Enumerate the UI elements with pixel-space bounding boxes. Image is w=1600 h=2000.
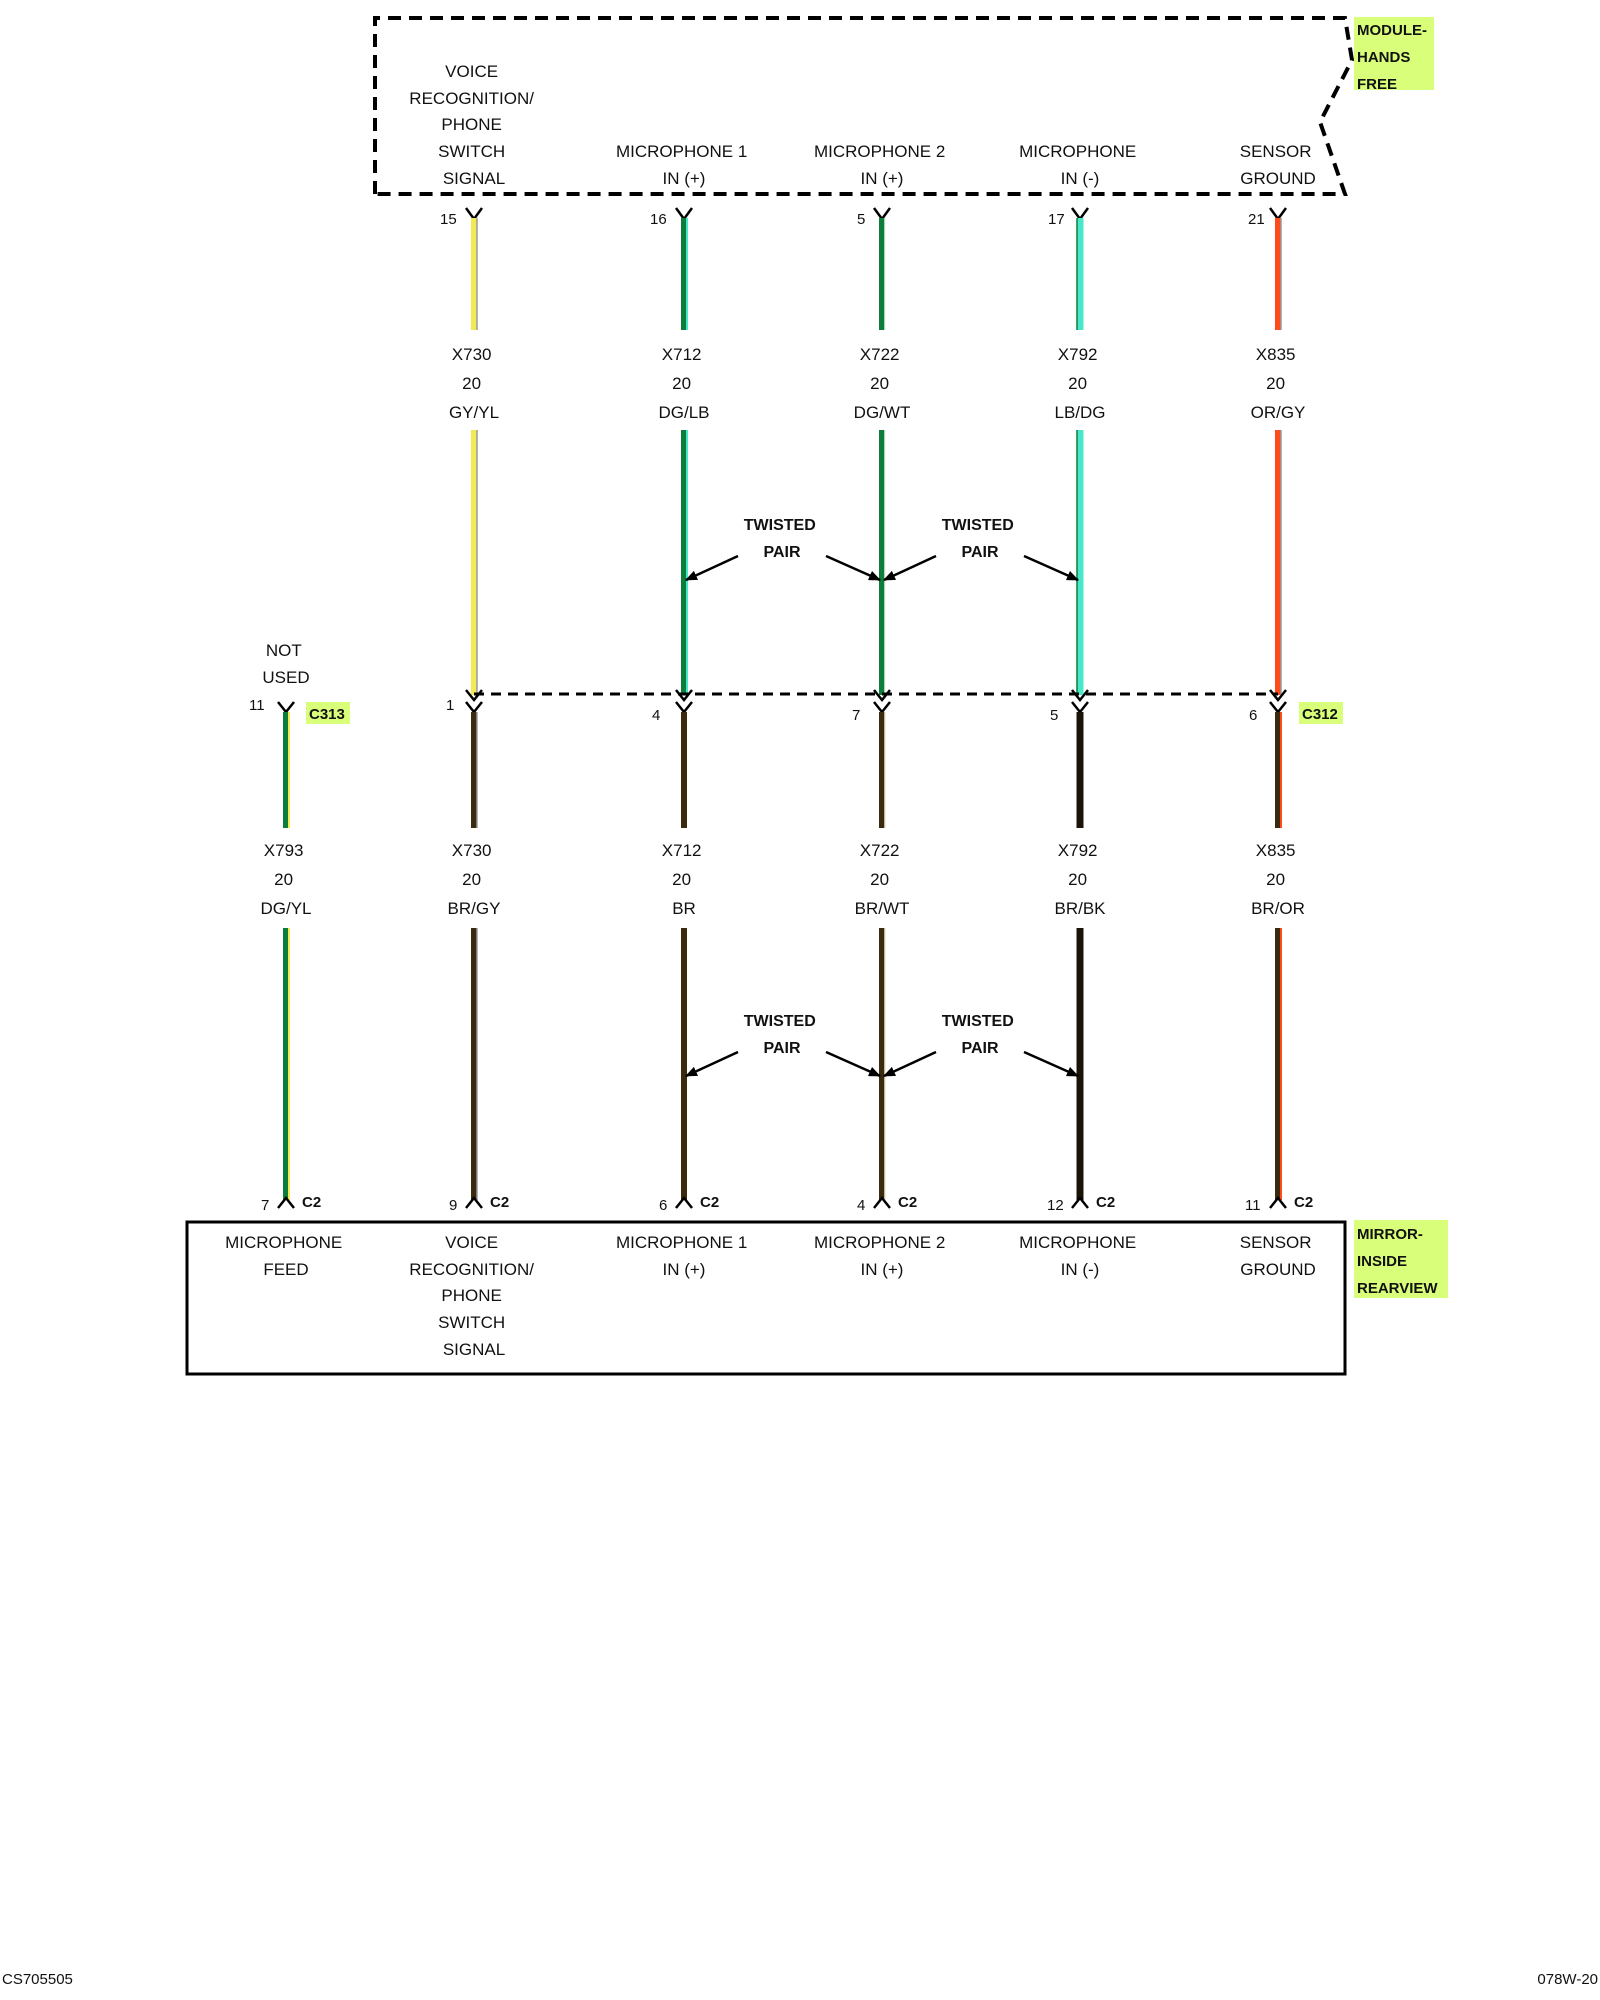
upper-wire-label: X792 20 LB/DG [1054, 345, 1105, 422]
c312-pin-number: 7 [852, 707, 860, 724]
mirror-module-label: MIRROR- INSIDE REARVIEW [1357, 1226, 1438, 1297]
footer-code-right: 078W-20 [1537, 1971, 1598, 1988]
c2-pin-number: 7 [261, 1197, 269, 1214]
c312-label-highlight [1299, 702, 1343, 724]
upper-wire-label: X835 20 OR/GY [1251, 345, 1306, 422]
mirror-module-label-highlight [1354, 1220, 1448, 1298]
lower-wire-label: X722 20 BR/WT [855, 841, 910, 918]
bottom-signal-microphone-2-in: MICROPHONE 2 IN (+) [814, 1233, 950, 1279]
upper-wire-x730 [471, 218, 478, 695]
hands-free-module-outline [373, 16, 1355, 196]
top-pin-number: 21 [1248, 211, 1265, 228]
top-signal-microphone-1-in: MICROPHONE 1 IN (+) [616, 142, 752, 188]
upper-wire-x712 [681, 218, 688, 695]
c312-pin-number: 5 [1050, 707, 1058, 724]
twisted-pair-label-upper-right: TWISTED PAIR [942, 517, 1018, 561]
c2-label: C2 [1096, 1194, 1115, 1211]
wire-x793-label: X793 20 DG/YL [260, 841, 311, 918]
c2-pin-marker [277, 1195, 1287, 1209]
c312-pin-number: 1 [446, 697, 454, 714]
c2-label: C2 [302, 1194, 321, 1211]
lower-wire-label: X835 20 BR/OR [1251, 841, 1305, 918]
upper-wire-x722 [879, 218, 886, 695]
twisted-pair-arrow [685, 554, 1079, 582]
c2-pin-number: 11 [1245, 1197, 1261, 1214]
c2-pin-number: 6 [659, 1197, 667, 1214]
lower-wire-label: X712 20 BR [662, 841, 706, 918]
bottom-signal-microphone-1-in: MICROPHONE 1 IN (+) [616, 1233, 752, 1279]
c312-pin-number: 4 [652, 707, 660, 724]
hands-free-module-label-highlight [1354, 17, 1434, 90]
lower-wire-label: X730 20 BR/GY [448, 841, 501, 918]
top-pin-number: 16 [650, 211, 667, 228]
c2-pin-number: 9 [449, 1197, 457, 1214]
c313-not-used-label: NOT USED [262, 641, 309, 687]
top-signal-sensor-ground: SENSOR GROUND [1240, 142, 1317, 188]
upper-wire-label: X712 20 DG/LB [658, 345, 709, 422]
wire-x793 [283, 712, 290, 1200]
c2-label: C2 [1294, 1194, 1313, 1211]
twisted-pair-label-lower-left: TWISTED PAIR [744, 1013, 820, 1057]
footer-code-left: CS705505 [2, 1971, 73, 1988]
c2-label: C2 [490, 1194, 509, 1211]
bottom-signal-microphone-feed: MICROPHONE FEED [225, 1233, 347, 1279]
hands-free-module-label: MODULE- HANDS FREE [1357, 22, 1431, 93]
top-signal-microphone-2-in: MICROPHONE 2 IN (+) [814, 142, 950, 188]
top-pin-number: 15 [440, 211, 457, 228]
lower-wire-label: X792 20 BR/BK [1054, 841, 1106, 918]
bottom-signal-microphone-in-neg: MICROPHONE IN (-) [1019, 1233, 1141, 1279]
c2-label: C2 [898, 1194, 917, 1211]
twisted-pair-label-upper-left: TWISTED PAIR [744, 517, 820, 561]
lower-wire-x730 [471, 712, 478, 1200]
c312-pin-number: 6 [1249, 707, 1257, 724]
c313-label-highlight [306, 702, 350, 724]
upper-wire-x792 [1076, 218, 1084, 695]
upper-wire-label: X722 20 DG/WT [854, 345, 911, 422]
lower-wire-x722 [879, 712, 886, 1200]
c2-pin-number: 4 [857, 1197, 865, 1214]
top-signal-microphone-in-neg: MICROPHONE IN (-) [1019, 142, 1141, 188]
upper-wire-label: X730 20 GY/YL [449, 345, 499, 422]
lower-wire-x835 [1275, 712, 1282, 1200]
c2-pin-number: 12 [1047, 1197, 1064, 1214]
twisted-pair-label-lower-right: TWISTED PAIR [942, 1013, 1018, 1057]
bottom-signal-sensor-ground: SENSOR GROUND [1240, 1233, 1317, 1279]
c313-label: C313 [309, 706, 345, 723]
c2-label: C2 [700, 1194, 719, 1211]
mirror-module-outline [185, 1220, 1347, 1376]
c313-pin-number: 11 [249, 697, 265, 714]
c312-label: C312 [1302, 706, 1338, 723]
twisted-pair-arrow [685, 1050, 1079, 1078]
upper-wire-x835 [1275, 218, 1282, 695]
bottom-signal-voice-recognition: VOICE RECOGNITION/ PHONE SWITCH SIGNAL [409, 1233, 538, 1359]
c313-pin-marker [277, 701, 295, 715]
top-pin-marker [464, 207, 1288, 222]
top-signal-voice-recognition: VOICE RECOGNITION/ PHONE SWITCH SIGNAL [409, 62, 538, 188]
top-pin-number: 17 [1048, 211, 1065, 228]
top-pin-number: 5 [857, 211, 865, 228]
